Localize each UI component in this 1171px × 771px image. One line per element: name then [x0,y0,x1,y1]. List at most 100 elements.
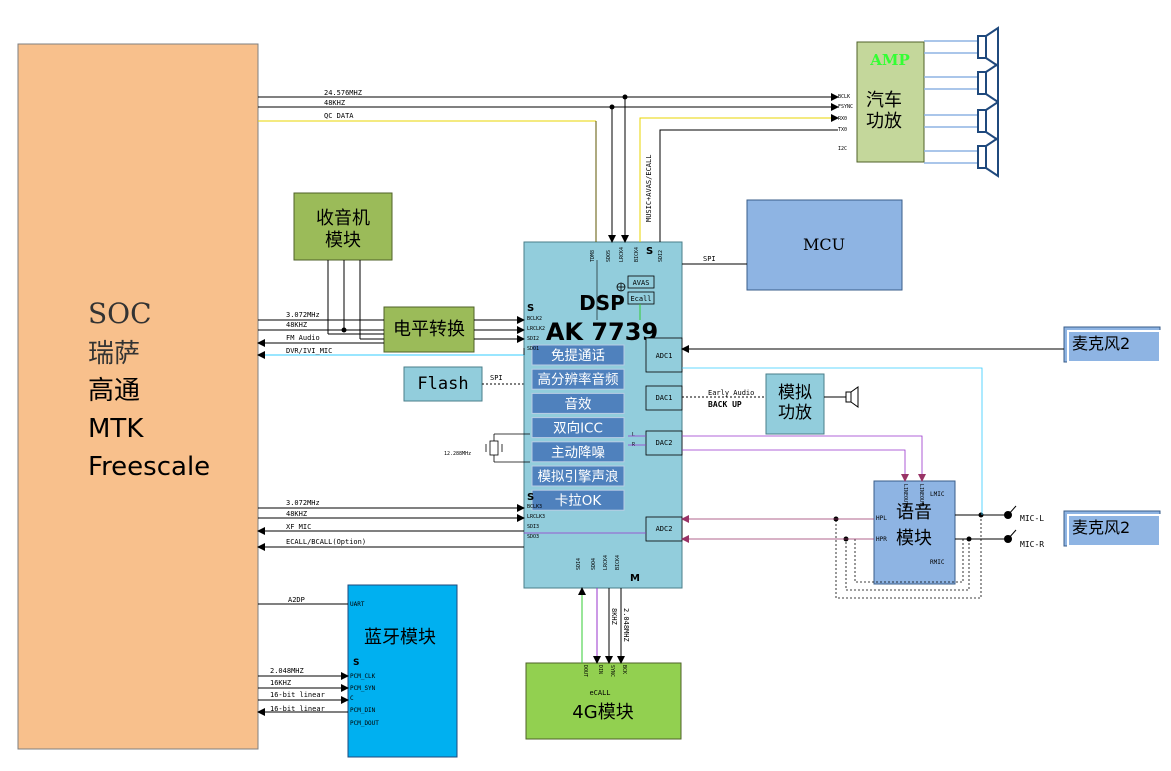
dsp-top-pin-label: LRCK4 [619,247,625,262]
dsp-bottom-pin-label: BICK4 [615,555,621,570]
amp-pin-label: TX0 [838,127,847,133]
adc2-block [645,516,683,542]
mic-r-icon [1004,529,1017,543]
dsp-s-top: S [646,246,653,257]
voice-pin-hpr: HPR [876,536,887,543]
dsp-feature-box [531,417,625,439]
voice-pin-lineoutl: LINEOUTL [918,484,924,508]
dsp-model: AK 7739 [546,318,658,346]
voice-label-line1: 语音 [896,502,932,523]
voice-pin-hpl: HPL [876,515,887,522]
signal-low4: ECALL/BCALL(Option) [286,538,366,546]
signal-bt2: 16KHZ [270,679,291,687]
avas-box [627,275,655,289]
signal-top3: QC DATA [324,112,354,120]
dsp-feature-label: 高分辨率音频 [538,371,619,388]
signal-bt4: 16-bit linear [270,705,325,713]
radio-label-line1: 收音机 [316,208,370,229]
amp-label-line2: 功放 [866,111,902,132]
speaker-icon [977,62,999,104]
bt-pin-label: PCM_DIN [350,707,376,714]
flash-label: Flash [417,374,468,394]
dac2-l-label: L [632,432,635,438]
signal-top2: 48KHZ [324,99,345,107]
dsp-bottom-pin-label: LRCK4 [603,555,609,570]
bt-pin-label: PCM_DOUT [350,720,379,727]
level-shift-block [383,306,475,353]
dsp-title: DSP [579,291,625,315]
adc1-label: ADC1 [656,352,673,360]
g4-pin-label: DIN [597,665,603,674]
flash-bus-label: SPI [490,374,503,382]
g4-pin-label: DOUT [582,665,588,677]
bt-title: 蓝牙模块 [364,627,436,648]
bt-pin-label: UART [350,601,365,608]
signal-mid2: 48KHZ [286,321,307,329]
signal-mid3: FM Audio [286,334,320,342]
dsp-feature-box [531,489,625,511]
dac1-block [645,385,683,411]
voice-block [873,480,956,585]
level-shift-label: 电平转换 [393,319,465,340]
analog-amp-line1: 模拟 [778,383,812,403]
soc-label-line1: SOC [88,297,152,330]
dsp-feature-box [531,344,625,366]
signal-low2: 48KHZ [286,510,307,518]
dsp-pin-label: SDI3 [527,524,539,530]
bt-pin-label: PCM_CLK [350,673,376,680]
mcu-block [746,199,903,291]
signal-low1: 3.072MHz [286,499,320,507]
dsp-bottom-pin-label: SDO4 [591,558,597,570]
dsp-top-pin-label: BICK4 [634,247,640,262]
mic-l-label: MIC-L [1020,514,1044,523]
g4-block [525,662,682,740]
dsp-top-pin-label: SDI2 [658,250,664,262]
dsp-feature-box [531,441,625,463]
dsp-pin-label: BCLK3 [527,504,542,510]
speaker-icon [977,136,999,178]
dsp-top-pin-label: TDM8 [590,250,596,262]
signal-bt1: 2.048MHZ [270,667,304,675]
g4-pin-label: BCK [621,665,627,674]
dsp-feature-label: 免提通话 [551,348,605,364]
soc-label-line2: 瑞萨 [88,339,140,369]
soc-block [17,43,259,750]
signal-music-avas: MUSIC+AVAS/ECALL [645,155,653,222]
bt-block [347,584,458,758]
dsp-bottom-pin-label: SDI4 [576,558,582,570]
bt-pin-label: PCM_SYN [350,685,376,692]
dsp-s-left2: S [527,492,534,503]
adc1-block [645,337,683,373]
mic-r-label: MIC-R [1020,540,1044,549]
analog-amp-line2: 功放 [778,403,812,423]
mcu-label: MCU [803,235,845,254]
g4-title: 4G模块 [572,702,633,723]
voice-pin-rmic: RMIC [930,559,945,566]
dsp-pin-label: SDO1 [527,346,539,352]
adc2-label: ADC2 [656,525,673,533]
amp-block [856,41,925,163]
voice-pin-lineoutr: LINEOUTR [902,484,908,509]
analog-amp-signal1: Early Audio [708,389,754,397]
signal-mid4: DVR/IVI_MIC [286,347,332,355]
speaker-icon [977,100,999,142]
dsp-pin-label: LRCLK2 [527,326,545,332]
bt-pin-label: C [350,695,354,702]
analog-amp-block [765,373,825,435]
crystal-label: 12.288MHz [444,451,471,457]
soc-label-line5: Freescale [88,452,210,482]
radio-label-line2: 模块 [325,230,361,251]
dsp-top-pin-label: SDOS [606,250,612,262]
signal-bt3: 16-bit linear [270,691,325,699]
dsp-feature-label: 双向ICC [553,421,603,437]
voice-label-line2: 模块 [896,528,932,549]
analog-speaker-icon [845,386,859,408]
dsp-feature-label: 模拟引擎声浪 [538,469,619,485]
signal-low3: XF_MIC [286,523,311,531]
mic-l-icon [1004,505,1017,519]
dsp-feature-box [531,465,625,487]
dsp-pin-label: SDO3 [527,534,539,540]
dsp-pin-label: LRCLK3 [527,514,545,520]
dsp-pin-label: BCLK2 [527,316,542,322]
